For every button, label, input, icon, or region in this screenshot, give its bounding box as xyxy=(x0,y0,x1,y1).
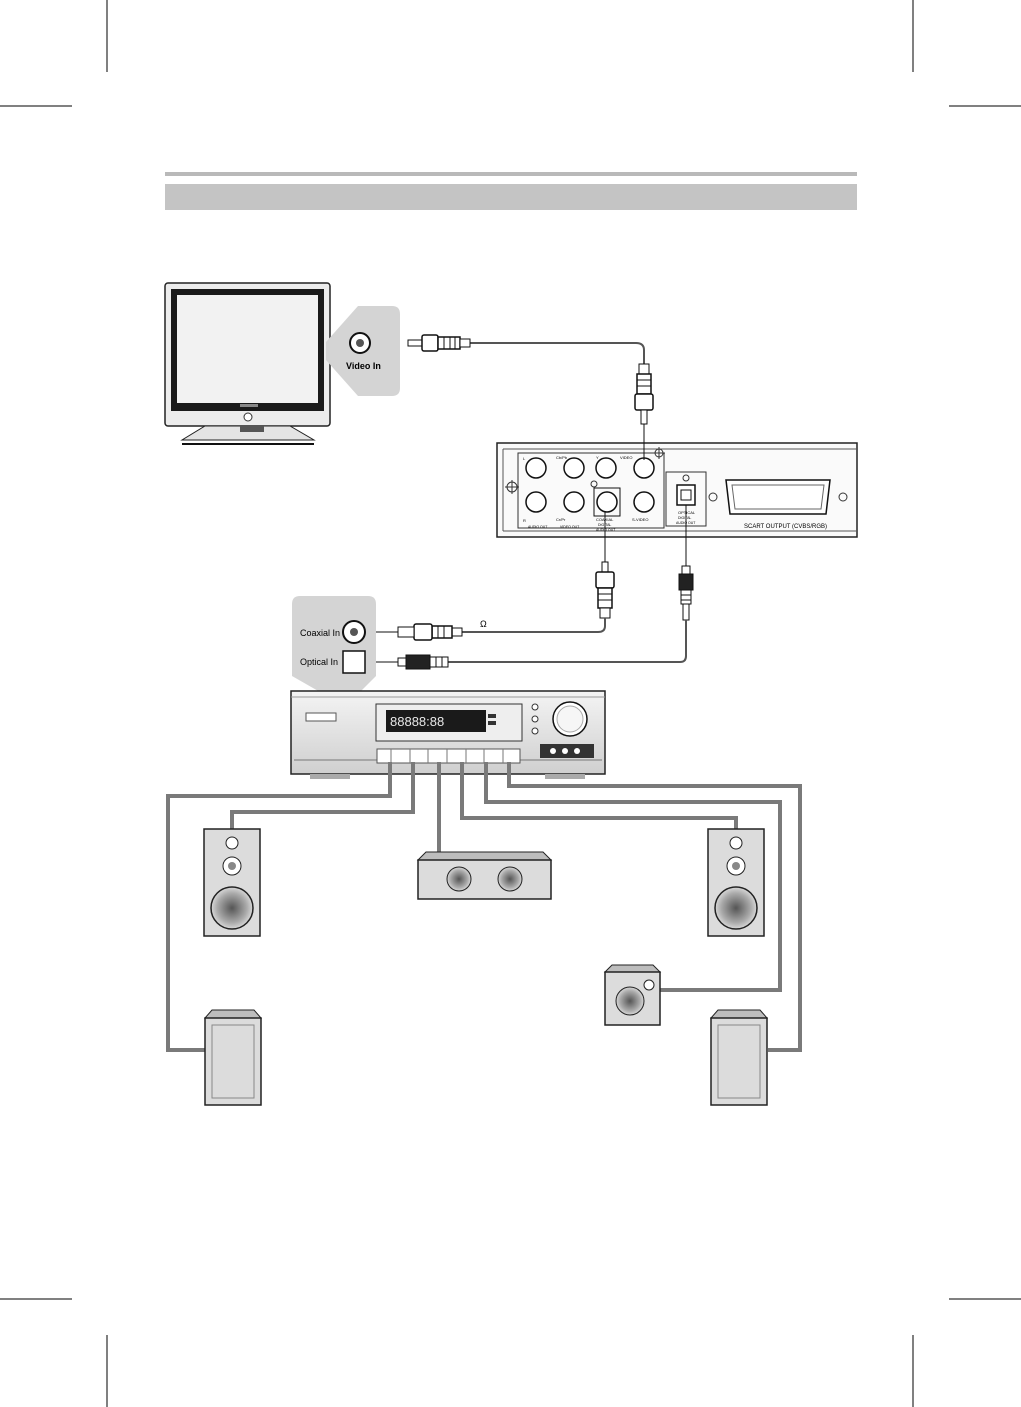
av-receiver: 88888:88 xyxy=(290,690,606,779)
jack-label-cr-pr: Cr/Pr xyxy=(556,517,566,522)
jack-label-r: R xyxy=(523,518,526,523)
surround-left-speaker xyxy=(203,1009,263,1106)
group-label-digital-audio-out-1: AUDIO OUT xyxy=(596,528,616,532)
coaxial-in-label: Coaxial In xyxy=(300,628,340,638)
tv-monitor xyxy=(164,282,331,445)
jack-label-cb-pb: Cb/Pb xyxy=(556,455,568,460)
front-right-speaker xyxy=(707,828,765,937)
coaxial-impedance-symbol: Ω xyxy=(480,619,487,629)
surround-right-speaker xyxy=(709,1009,769,1106)
speaker-wires xyxy=(166,762,802,1052)
video-in-panel: Video In xyxy=(326,306,400,396)
jack-label-optical: OPTICAL xyxy=(678,510,696,515)
video-in-label: Video In xyxy=(346,361,381,371)
video-cable xyxy=(407,334,654,460)
subwoofer xyxy=(603,964,662,1026)
group-label-digital-2: DIGITAL xyxy=(678,516,691,520)
audio-input-panel: Coaxial In Optical In xyxy=(292,596,376,692)
receiver-display-readout: 88888:88 xyxy=(390,714,444,729)
section-header-band xyxy=(165,184,857,210)
dvd-player-rear-panel: L R Cb/Pb Cr/Pr Y VIDEO COAXIAL S-VIDEO … xyxy=(496,442,858,538)
group-label-video-out: VIDEO OUT xyxy=(560,525,580,529)
optical-cable xyxy=(362,505,694,670)
jack-label-video: VIDEO xyxy=(620,455,632,460)
coaxial-cable: Ω xyxy=(372,512,615,641)
jack-label-y: Y xyxy=(596,455,599,460)
optical-in-label: Optical In xyxy=(300,657,338,667)
front-left-speaker xyxy=(203,828,261,937)
header-rule xyxy=(165,172,857,176)
group-label-audio-out: AUDIO OUT xyxy=(528,525,548,529)
center-speaker xyxy=(416,851,553,900)
scart-output-label: SCART OUTPUT (CVBS/RGB) xyxy=(744,524,827,530)
jack-label-l: L xyxy=(523,456,526,461)
jack-label-s-video: S-VIDEO xyxy=(632,517,648,522)
